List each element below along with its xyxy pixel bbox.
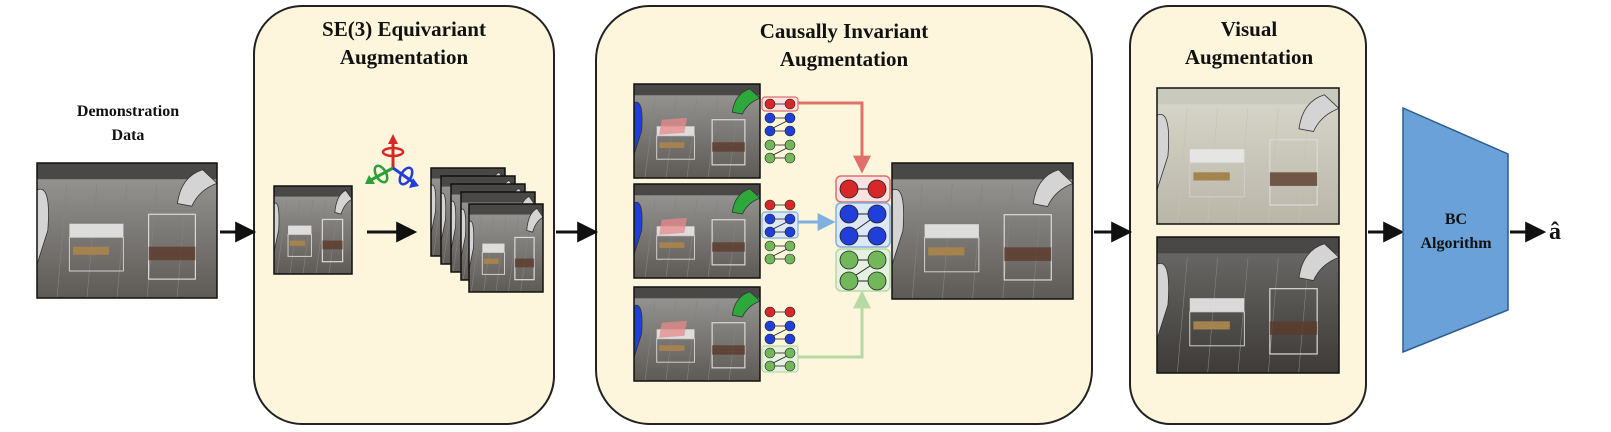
causal-title-line2: Augmentation — [780, 47, 909, 71]
arrow-red-merge — [798, 101, 871, 174]
bc-algorithm-block — [1402, 106, 1509, 354]
causal-title-line1: Causally Invariant — [760, 19, 929, 43]
se3-augmented-scene-5 — [468, 203, 544, 293]
se3-axes-icon — [365, 134, 419, 188]
causal-scene-3 — [633, 286, 761, 382]
merged-causal-graph — [835, 175, 891, 292]
arrow-green-merge — [798, 290, 871, 359]
causal-output-scene — [891, 162, 1074, 300]
output-action-label: â — [1549, 219, 1561, 245]
visual-title-line2: Augmentation — [1185, 45, 1314, 69]
visual-scene-bright — [1156, 87, 1340, 225]
se3-title-line2: Augmentation — [340, 45, 469, 69]
se3-title-line1: SE(3) Equivariant — [322, 17, 486, 41]
visual-scene-dark — [1156, 236, 1340, 374]
causal-graph-2 — [761, 199, 799, 265]
causal-scene-1 — [633, 83, 761, 179]
demo-title-line1: Demonstration — [77, 103, 179, 120]
bc-label-line2: Algorithm — [1420, 235, 1492, 252]
se3-input-scene — [273, 185, 353, 275]
demo-title-line2: Data — [112, 127, 145, 144]
causal-graph-1 — [761, 96, 799, 164]
causal-graph-3 — [761, 306, 799, 373]
demo-scene-image — [36, 162, 218, 299]
stage-box-se3 — [253, 5, 555, 425]
bc-label-line1: BC — [1445, 211, 1467, 228]
visual-title-line1: Visual — [1221, 17, 1278, 41]
causal-scene-2 — [633, 183, 761, 279]
